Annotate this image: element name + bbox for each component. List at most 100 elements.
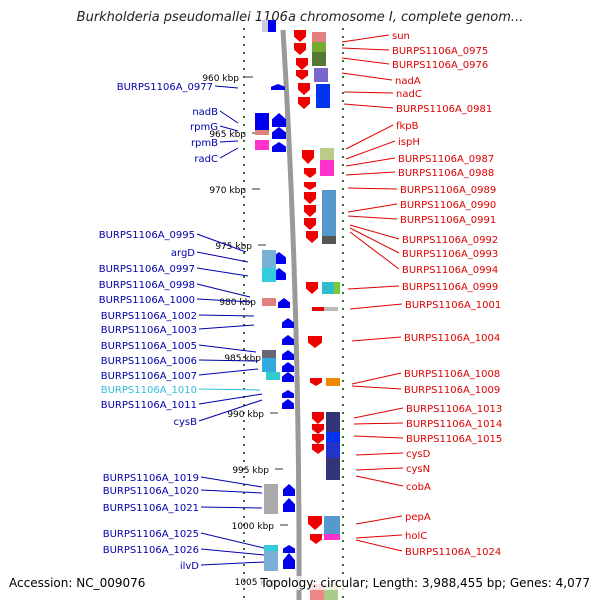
right-gene-label: BURPS1106A_1014 [406,419,502,430]
minus-gene-arrow [306,282,318,294]
right-gene-leader [353,422,404,425]
track-dot [342,492,344,494]
plus-gene-block [255,130,269,135]
track-dot [243,100,245,102]
plus-gene-block [266,372,280,380]
genome-stats: Topology: circular; Length: 3,988,455 bp… [260,576,590,590]
track-dot [243,316,245,318]
track-dot [342,308,344,310]
left-gene-leader [200,561,265,566]
plus-gene-arrow [282,362,294,372]
track-dot [243,372,245,374]
track-dot [243,540,245,542]
track-dot [243,340,245,342]
minus-gene-block [326,458,340,480]
left-gene-leader [200,532,265,549]
left-gene-leader [196,233,247,253]
plus-gene-arrow [272,142,286,152]
right-gene-label: pepA [405,512,431,523]
plus-gene-arrow [283,498,295,512]
right-gene-leader [355,452,404,456]
minus-gene-block [326,412,340,432]
right-gene-leader [341,57,390,65]
track-dot [243,236,245,238]
track-dot [342,396,344,398]
track-dot [342,356,344,358]
right-gene-label: BURPS1106A_1009 [404,385,500,396]
right-gene-leader [347,215,398,220]
minus-gene-arrow [298,83,310,95]
minus-gene-block [326,378,340,386]
track-dot [342,52,344,54]
track-dot [243,356,245,358]
right-gene-leader [355,539,403,552]
track-dot [243,556,245,558]
right-gene-leader [355,475,404,487]
track-dot [243,188,245,190]
plus-gene-arrow [282,372,294,382]
track-dot [342,92,344,94]
left-gene-leader [196,251,249,263]
track-dot [243,124,245,126]
track-dot [342,556,344,558]
left-gene-leader [219,140,239,143]
minus-gene-arrow [306,231,318,243]
right-gene-leader [347,187,398,190]
track-dot [342,508,344,510]
track-dot [342,172,344,174]
track-dot [342,164,344,166]
left-dotted-track [243,28,245,598]
track-dot [342,28,344,30]
track-dot [342,436,344,438]
track-dot [243,364,245,366]
track-dot [342,324,344,326]
track-dot [342,372,344,374]
left-gene-label: BURPS1106A_1000 [99,295,195,306]
minus-gene-block [312,32,326,42]
track-dot [243,516,245,518]
track-dot [342,540,344,542]
plus-gene-arrow [282,390,294,398]
minus-gene-arrow [312,412,324,424]
left-gene-label: argD [171,248,195,259]
right-gene-leader [343,91,394,94]
right-gene-leader [353,407,404,419]
track-dot [342,572,344,574]
track-dot [342,204,344,206]
track-dot [243,196,245,198]
track-dot [342,364,344,366]
track-dot [243,28,245,30]
track-dot [342,244,344,246]
minus-gene-arrow [312,444,324,454]
minus-gene-arrow [304,218,316,230]
minus-gene-block [312,52,326,66]
right-gene-label: BURPS1106A_1013 [406,404,502,415]
right-gene-leader [341,47,390,51]
track-dot [243,164,245,166]
right-gene-label: BURPS1106A_0990 [400,200,496,211]
track-dot [342,212,344,214]
plus-gene-arrow [271,84,285,90]
track-dot [243,452,245,454]
track-dot [243,180,245,182]
minus-gene-arrow [294,43,306,55]
track-dot [342,564,344,566]
left-gene-leader [198,314,255,317]
track-dot [342,340,344,342]
footer: Accession: NC_009076 Topology: circular;… [0,574,600,594]
track-dot [342,524,344,526]
right-gene-label: BURPS1106A_1008 [404,369,500,380]
track-dot [342,348,344,350]
track-dot [342,420,344,422]
track-dot [243,252,245,254]
track-dot [342,596,344,598]
plus-gene-arrow [272,127,286,139]
track-dot [342,292,344,294]
track-dot [243,564,245,566]
plus-gene-block [262,298,276,306]
track-dot [342,148,344,150]
track-dot [342,140,344,142]
track-dot [342,108,344,110]
track-dot [342,124,344,126]
